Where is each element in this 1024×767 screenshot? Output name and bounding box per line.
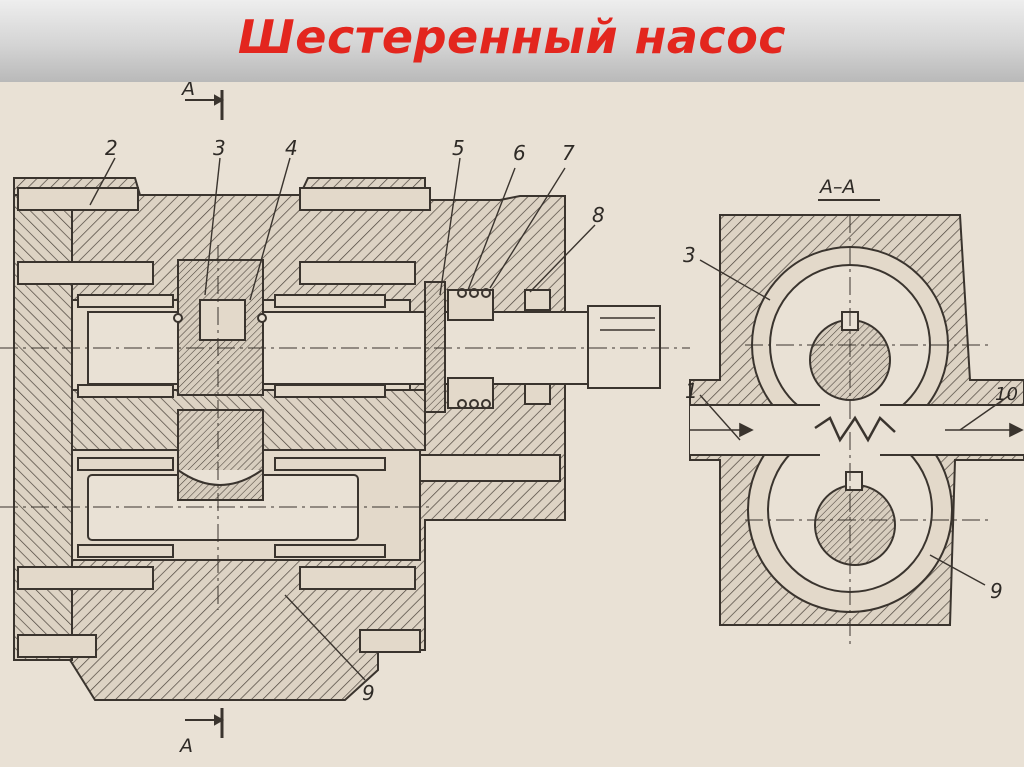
lower-gear [177, 409, 264, 501]
callout-9: 9 [362, 681, 375, 705]
title-bar: Шестеренный насос [0, 0, 1024, 82]
centerlines [0, 245, 690, 610]
callout-3: 3 [213, 136, 226, 160]
callout-5: 5 [452, 136, 465, 160]
callout-2: 2 [105, 136, 118, 160]
section-aa-label: A–A [818, 176, 856, 198]
section-mark-bottom [185, 708, 225, 738]
section-label-top: A [180, 82, 195, 100]
callout-10: 10 [995, 384, 1018, 405]
section-mark-top [185, 90, 225, 120]
callout-1: 1 [685, 379, 698, 403]
bolts [17, 187, 561, 658]
slide-title: Шестеренный насос [237, 10, 787, 64]
gear-pump-drawing: A A 2 3 4 5 6 7 8 9 [0, 82, 1024, 757]
needle-bearings [77, 294, 386, 558]
callout-6: 6 [513, 141, 526, 165]
section-label-bottom: A [178, 735, 193, 757]
gear-teeth [814, 415, 896, 443]
callout-7: 7 [562, 141, 575, 165]
seal-assembly [424, 281, 551, 413]
callout-aa-9: 9 [990, 579, 1003, 603]
callout-4: 4 [285, 136, 298, 160]
section-view-aa [689, 199, 1024, 645]
main-section-view [0, 90, 690, 738]
callout-aa-3: 3 [683, 243, 696, 267]
shaft-end [587, 305, 661, 389]
lower-hub-aa [814, 484, 896, 566]
callout-8: 8 [592, 203, 605, 227]
leader-lines [89, 157, 596, 681]
